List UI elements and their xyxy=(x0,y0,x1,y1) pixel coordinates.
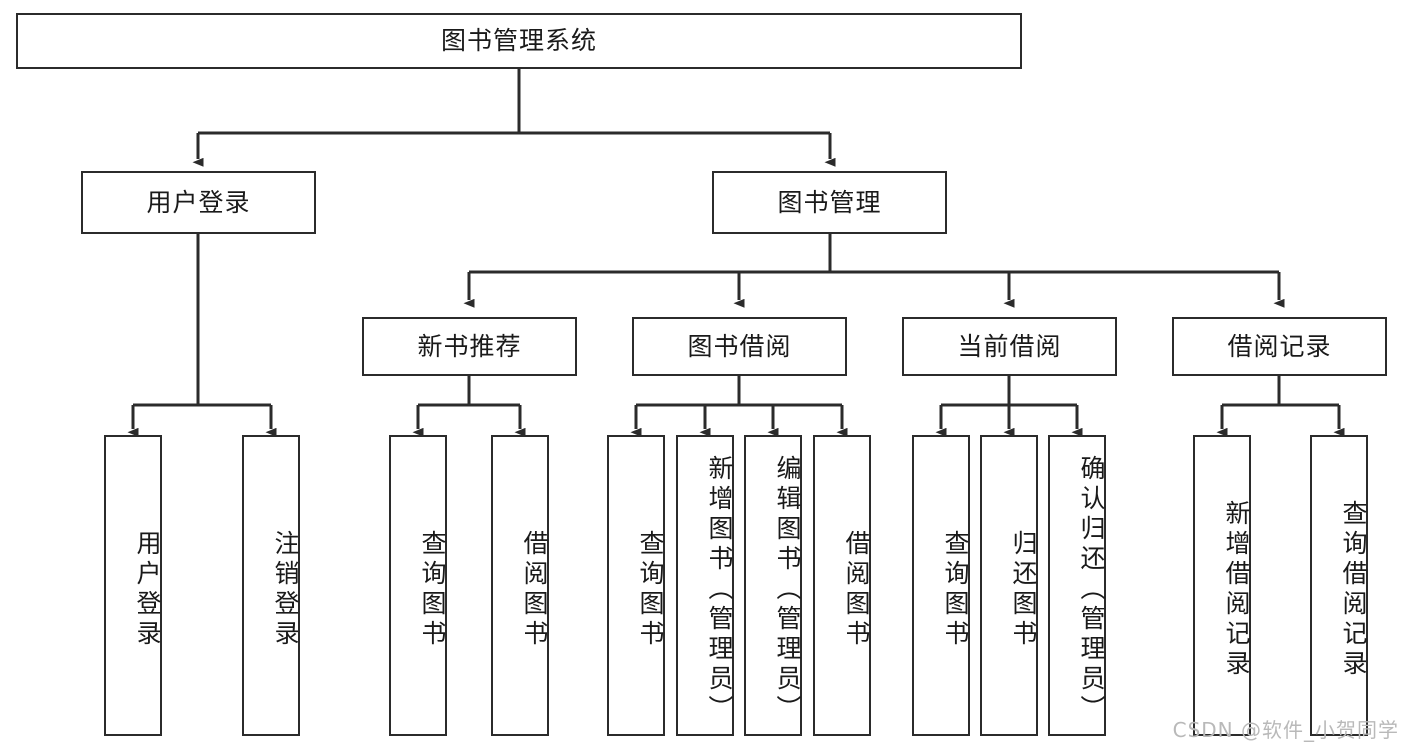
node-book-borrow[interactable]: 图书借阅 xyxy=(632,317,847,376)
node-label: 新增图书（管理员） xyxy=(705,454,734,725)
node-label: 借阅图书 xyxy=(520,529,549,650)
node-label: 当前借阅 xyxy=(957,331,1062,361)
node-label: 归还图书 xyxy=(1009,529,1038,650)
node-leaf-logout[interactable]: 注销登录 xyxy=(242,435,300,736)
node-leaf-add-borrow-record[interactable]: 新增借阅记录 xyxy=(1193,435,1251,736)
node-label: 借阅图书 xyxy=(842,529,871,650)
node-leaf-borrow-book[interactable]: 借阅图书 xyxy=(813,435,871,736)
node-user-login[interactable]: 用户登录 xyxy=(81,171,316,234)
node-label: 用户登录 xyxy=(146,187,251,217)
node-leaf-edit-book-admin[interactable]: 编辑图书（管理员） xyxy=(744,435,802,736)
node-label: 图书管理 xyxy=(777,187,882,217)
node-label: 新增借阅记录 xyxy=(1222,499,1251,680)
node-current-borrow[interactable]: 当前借阅 xyxy=(902,317,1117,376)
node-label: 编辑图书（管理员） xyxy=(773,454,802,725)
node-label: 查询图书 xyxy=(941,529,970,650)
node-leaf-user-login[interactable]: 用户登录 xyxy=(104,435,162,736)
node-book-management[interactable]: 图书管理 xyxy=(712,171,947,234)
node-leaf-query-book-current[interactable]: 查询图书 xyxy=(912,435,970,736)
node-label: 查询借阅记录 xyxy=(1339,499,1368,680)
node-label: 查询图书 xyxy=(418,529,447,650)
node-label: 确认归还（管理员） xyxy=(1077,454,1106,725)
node-root-system[interactable]: 图书管理系统 xyxy=(16,13,1022,69)
node-leaf-query-borrow-record[interactable]: 查询借阅记录 xyxy=(1310,435,1368,736)
node-leaf-query-book-recommend[interactable]: 查询图书 xyxy=(389,435,447,736)
node-new-book-recommend[interactable]: 新书推荐 xyxy=(362,317,577,376)
node-label: 用户登录 xyxy=(133,529,162,650)
node-leaf-return-book[interactable]: 归还图书 xyxy=(980,435,1038,736)
watermark-text: CSDN @软件_小贺同学 xyxy=(1172,718,1399,742)
node-leaf-add-book-admin[interactable]: 新增图书（管理员） xyxy=(676,435,734,736)
node-label: 借阅记录 xyxy=(1227,331,1332,361)
node-label: 图书借阅 xyxy=(687,331,792,361)
node-leaf-query-book-borrow[interactable]: 查询图书 xyxy=(607,435,665,736)
node-label: 注销登录 xyxy=(271,529,300,650)
node-borrow-record[interactable]: 借阅记录 xyxy=(1172,317,1387,376)
node-label: 查询图书 xyxy=(636,529,665,650)
node-leaf-confirm-return-admin[interactable]: 确认归还（管理员） xyxy=(1048,435,1106,736)
node-label: 图书管理系统 xyxy=(440,26,597,56)
node-leaf-borrow-book-recommend[interactable]: 借阅图书 xyxy=(491,435,549,736)
node-label: 新书推荐 xyxy=(417,331,522,361)
